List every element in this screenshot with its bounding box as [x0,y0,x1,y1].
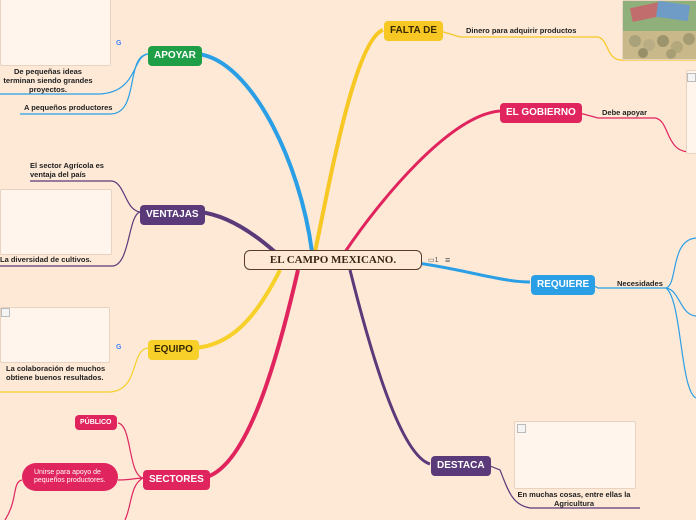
node-el-gobierno[interactable]: EL GOBIERNO [500,103,582,123]
money-illustration [623,1,696,59]
node-apoyar[interactable]: APOYAR [148,46,202,66]
google-icon: G [116,40,121,47]
central-title: EL CAMPO MEXICANO. [270,254,396,266]
broken-image-icon [687,73,696,82]
requiere-detail: Necesidades [617,279,663,288]
ventajas-detail-2: La diversidad de cultivos. [0,255,92,264]
node-publico[interactable]: PÚBLICO [75,415,117,430]
comment-icon[interactable]: ▭1 [428,256,439,264]
equipo-image [0,307,110,363]
comment-count: 1 [435,257,439,264]
apoyar-detail-1: De pequeñas ideas terminan siendo grande… [0,67,96,94]
node-destaca-label: DESTACA [437,460,485,471]
menu-icon[interactable]: ≡ [445,255,450,265]
node-sectores-label: SECTORES [149,474,204,485]
node-el-gobierno-label: EL GOBIERNO [506,107,576,118]
node-apoyar-label: APOYAR [154,50,196,61]
node-unirse-label: Unirse para apoyo de pequeños productore… [34,469,106,484]
node-unirse[interactable]: Unirse para apoyo de pequeños productore… [22,463,118,491]
node-destaca[interactable]: DESTACA [431,456,491,476]
node-requiere[interactable]: REQUIERE [531,275,595,295]
node-falta-de-label: FALTA DE [390,25,437,36]
node-ventajas[interactable]: VENTAJAS [140,205,205,225]
destaca-image [514,421,636,489]
money-image [622,0,696,60]
gobierno-detail: Debe apoyar [602,108,647,117]
node-equipo[interactable]: EQUIPO [148,340,199,360]
broken-image-icon [1,308,10,317]
gobierno-image [686,70,696,154]
node-ventajas-label: VENTAJAS [146,209,199,220]
destaca-detail: En muchas cosas, entre ellas la Agricult… [508,490,640,508]
falta-de-detail: Dinero para adquirir productos [466,26,576,35]
equipo-detail: La colaboración de muchos obtiene buenos… [6,364,106,382]
central-topic[interactable]: EL CAMPO MEXICANO. [244,250,422,270]
apoyar-detail-2: A pequeños productores [24,103,112,112]
ventajas-image [0,189,112,255]
node-sectores[interactable]: SECTORES [143,470,210,490]
node-falta-de[interactable]: FALTA DE [384,21,443,41]
node-publico-label: PÚBLICO [80,419,112,426]
node-equipo-label: EQUIPO [154,344,193,355]
ventajas-detail-1: El sector Agrícola es ventaja del país [30,161,120,179]
apoyar-image [0,0,111,66]
broken-image-icon [517,424,526,433]
google-icon: G [116,344,121,351]
node-requiere-label: REQUIERE [537,279,589,290]
